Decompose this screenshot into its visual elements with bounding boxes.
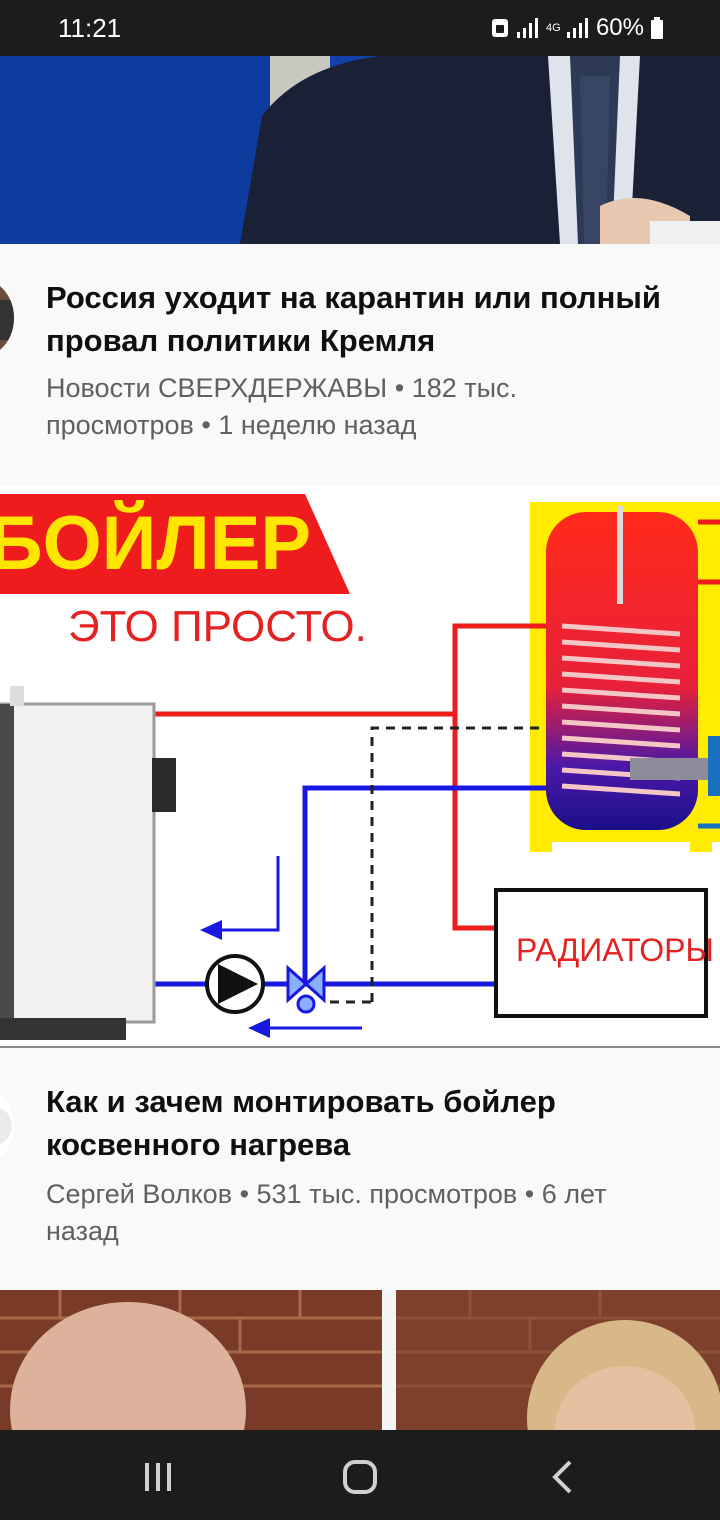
upload-age-rest: назад xyxy=(46,1216,119,1246)
channel-name[interactable]: Новости СВЕРХДЕРЖАВЫ xyxy=(46,373,388,403)
video-meta: Сергей Волков • 531 тыс. просмотров • 6 … xyxy=(46,1176,716,1250)
view-count: 531 тыс. просмотров xyxy=(256,1179,518,1209)
view-count-unit: просмотров xyxy=(46,410,194,440)
thumbnail-subline: ЭТО ПРОСТО. xyxy=(68,602,367,651)
recents-button[interactable] xyxy=(128,1452,188,1502)
home-button[interactable] xyxy=(330,1452,390,1502)
channel-avatar[interactable] xyxy=(0,280,14,356)
battery-icon xyxy=(651,17,663,39)
channel-avatar[interactable] xyxy=(0,1088,14,1164)
back-icon xyxy=(552,1460,572,1494)
video-item-1[interactable]: Россия уходит на карантин или полный про… xyxy=(0,244,720,484)
video-title[interactable]: Россия уходит на карантин или полный про… xyxy=(46,280,661,358)
upload-age: 6 лет xyxy=(541,1179,607,1209)
video-meta: Новости СВЕРХДЕРЖАВЫ • 182 тыс. просмотр… xyxy=(46,370,716,444)
recents-icon xyxy=(145,1463,171,1491)
status-icons: 4G 60% xyxy=(490,14,664,42)
home-icon xyxy=(343,1460,377,1494)
channel-name[interactable]: Сергей Волков xyxy=(46,1179,233,1209)
signal-icon-2 xyxy=(566,18,588,38)
meta-separator: • xyxy=(239,1179,257,1209)
thumbnail-headline: БОЙЛЕР xyxy=(0,500,311,586)
network-type: 4G xyxy=(545,21,561,34)
thumbnail-box-label: РАДИАТОРЫ xyxy=(516,932,714,968)
video-thumbnail-2[interactable]: БОЙЛЕР ЭТО ПРОСТО. xyxy=(0,486,720,1048)
signal-icon xyxy=(516,18,538,38)
video-thumbnail-1[interactable] xyxy=(0,56,720,244)
view-count: 182 тыс. xyxy=(411,373,518,403)
video-item-2[interactable]: Как и зачем монтировать бойлер косвенног… xyxy=(0,1048,720,1290)
battery-percent: 60% xyxy=(595,14,644,41)
status-bar: 11:21 4G 60% xyxy=(0,0,720,56)
video-title[interactable]: Как и зачем монтировать бойлер косвенног… xyxy=(46,1084,556,1162)
meta-separator: • xyxy=(394,373,412,403)
system-nav-bar xyxy=(0,1430,720,1520)
back-button[interactable] xyxy=(532,1452,592,1502)
meta-separator: • xyxy=(524,1179,542,1209)
meta-separator: • xyxy=(201,410,219,440)
video-thumbnail-3[interactable] xyxy=(0,1290,720,1430)
upload-age: 1 неделю назад xyxy=(218,410,417,440)
alarm-icon xyxy=(491,19,508,37)
status-time: 11:21 xyxy=(58,13,122,43)
